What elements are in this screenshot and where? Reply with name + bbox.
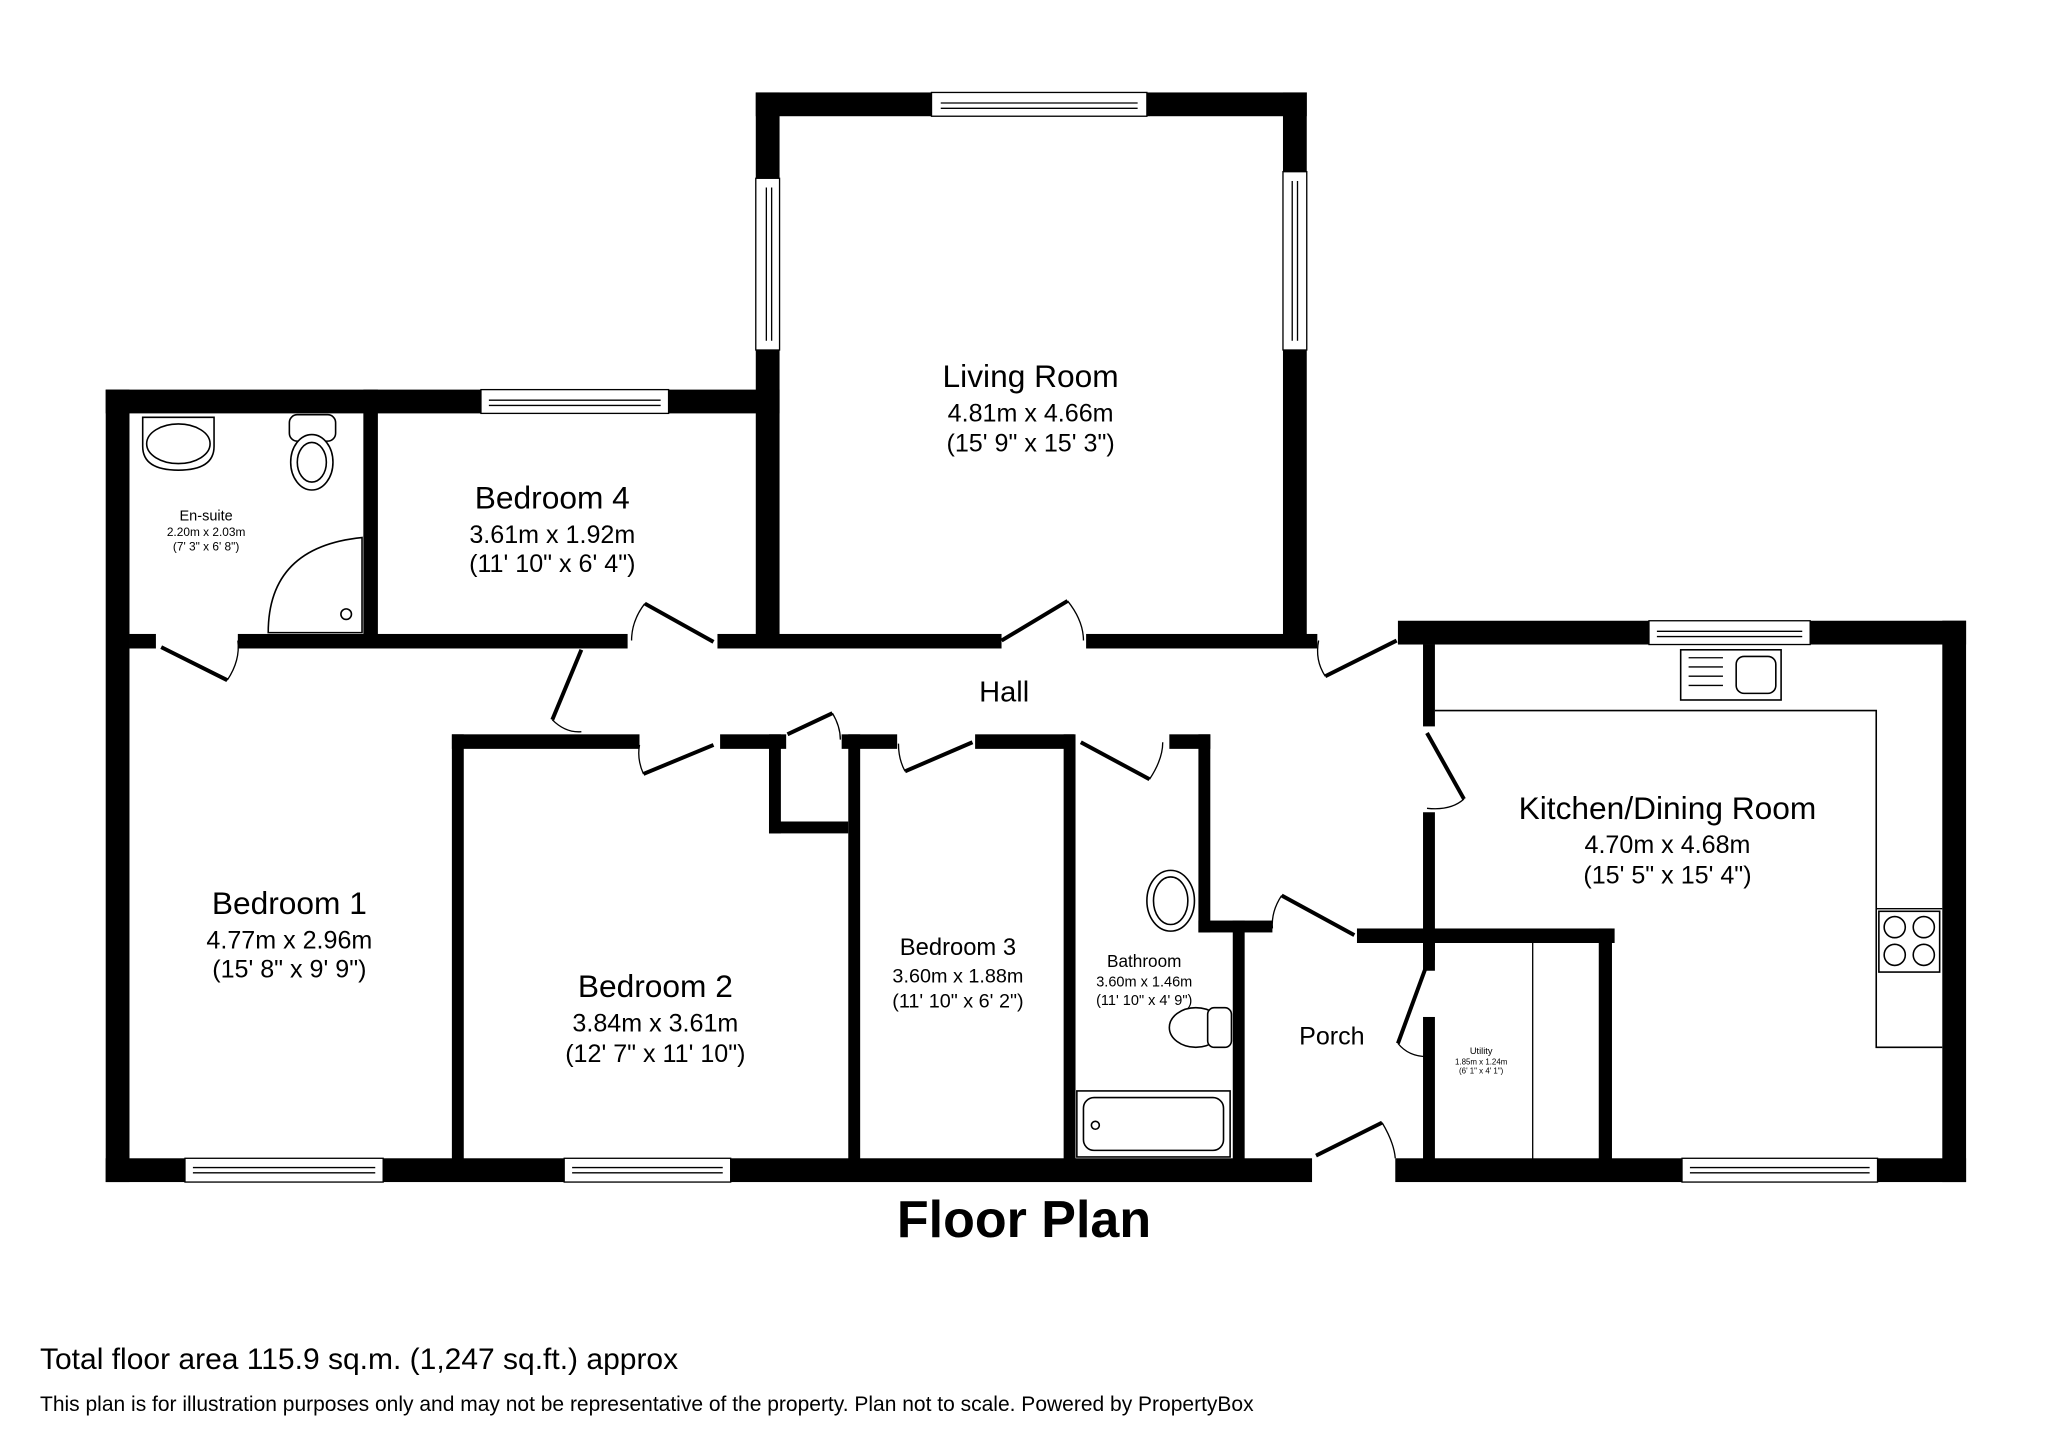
living-room-imperial: (15' 9" x 15' 3") [946, 430, 1114, 458]
bedroom4-name: Bedroom 4 [475, 479, 630, 515]
bedroom1-name: Bedroom 1 [212, 885, 367, 921]
bathroom-imperial: (11' 10" x 4' 9") [1096, 993, 1192, 1009]
hall-name: Hall [979, 676, 1029, 708]
disclaimer: This plan is for illustration purposes o… [40, 1393, 1254, 1416]
living-room-name: Living Room [943, 358, 1119, 394]
fixtures [141, 413, 1941, 1158]
windows [184, 91, 1879, 1183]
bedroom2-name: Bedroom 2 [578, 968, 733, 1004]
plan-title: Floor Plan [896, 1191, 1152, 1249]
utility-name: Utility [1470, 1046, 1493, 1056]
bathroom-name: Bathroom [1107, 951, 1181, 971]
bedroom2-metric: 3.84m x 3.61m [572, 1010, 738, 1038]
bedroom1-metric: 4.77m x 2.96m [206, 926, 372, 954]
bedroom3-metric: 3.60m x 1.88m [892, 966, 1023, 988]
bathroom-metric: 3.60m x 1.46m [1096, 975, 1192, 991]
room-labels: Living Room 4.81m x 4.66m (15' 9" x 15' … [167, 358, 1816, 1076]
porch-name: Porch [1299, 1023, 1365, 1051]
bedroom2-imperial: (12' 7" x 11' 10") [565, 1040, 745, 1068]
doors [160, 599, 1466, 1159]
kitchen-metric: 4.70m x 4.68m [1585, 831, 1751, 859]
bedroom3-name: Bedroom 3 [900, 934, 1016, 961]
bedroom4-imperial: (11' 10" x 6' 4") [469, 550, 635, 578]
bedroom3-imperial: (11' 10" x 6' 2") [892, 991, 1023, 1013]
total-floor-area: Total floor area 115.9 sq.m. (1,247 sq.f… [40, 1343, 679, 1376]
bedroom1-imperial: (15' 8" x 9' 9") [212, 955, 366, 983]
kitchen-imperial: (15' 5" x 15' 4") [1583, 862, 1751, 890]
living-room-metric: 4.81m x 4.66m [948, 399, 1114, 427]
utility-metric: 1.85m x 1.24m [1455, 1058, 1508, 1067]
ensuite-metric: 2.20m x 2.03m [167, 525, 246, 539]
ensuite-name: En-suite [179, 508, 232, 524]
utility-imperial: (6' 1" x 4' 1") [1459, 1067, 1504, 1076]
kitchen-name: Kitchen/Dining Room [1519, 790, 1817, 826]
bedroom4-metric: 3.61m x 1.92m [469, 521, 635, 549]
ensuite-imperial: (7' 3" x 6' 8") [173, 540, 239, 554]
